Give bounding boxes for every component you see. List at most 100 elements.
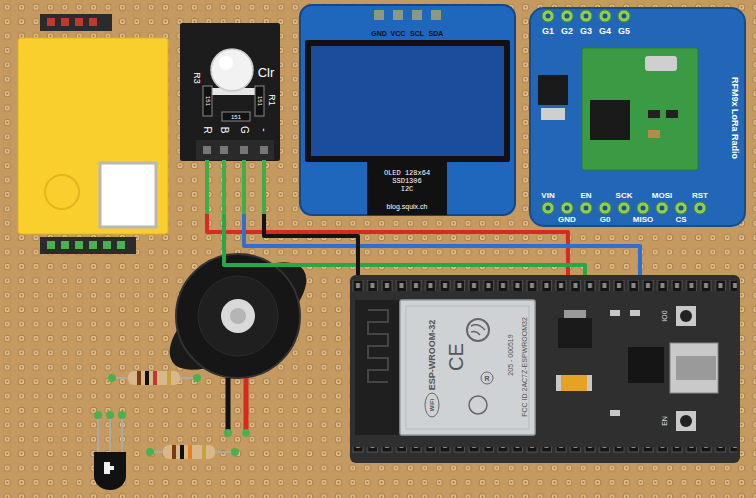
antenna-trace <box>368 310 388 382</box>
pin-leg <box>222 160 226 214</box>
pin-name: EN <box>580 192 591 200</box>
wifi-logo <box>425 393 439 417</box>
sensor-pin <box>61 18 69 26</box>
connector-group <box>207 160 640 275</box>
leg-end <box>224 429 232 437</box>
pad-hole <box>584 14 589 19</box>
module-label: blog.squix.ch <box>387 203 428 210</box>
pin-name: SDA <box>429 30 444 37</box>
sensor-header <box>40 14 112 31</box>
resistor-code: 151 <box>231 114 241 120</box>
espressif-logo-mark <box>471 325 485 335</box>
oled-pin <box>393 10 403 20</box>
resistor-band <box>202 445 206 459</box>
smd-part <box>666 110 678 118</box>
regulator-tab <box>564 310 586 318</box>
resistor-band <box>153 371 157 385</box>
pin-name: G3 <box>580 27 592 36</box>
buzzer-leg <box>226 378 231 432</box>
oled-pin <box>412 10 422 20</box>
esp32-header-bottom <box>351 447 737 459</box>
registered-mark: R <box>484 375 489 382</box>
leg-end <box>94 411 102 419</box>
red-wire <box>207 160 568 275</box>
pad-hole <box>622 14 627 19</box>
board-title: RFM9x LoRa Radio <box>730 77 739 159</box>
resistor-band <box>145 371 149 385</box>
black-wire <box>264 160 358 275</box>
module-label: I2C <box>401 186 414 193</box>
smd-part <box>541 108 565 120</box>
pad-hole <box>698 206 703 211</box>
resistor-band <box>172 445 176 459</box>
rgb-led-module: R3ClrR1151151151RBG- <box>182 25 280 160</box>
esp32-header-top <box>351 279 737 291</box>
button-cap <box>680 415 692 427</box>
pad <box>580 202 592 214</box>
pad <box>542 10 554 22</box>
button-cap <box>680 310 692 322</box>
antenna-area <box>355 300 400 435</box>
transistor-leg <box>109 415 111 455</box>
pin-name: MISO <box>633 216 653 224</box>
buzzer-center <box>221 299 255 333</box>
resistor-body <box>163 445 215 459</box>
pad <box>618 202 630 214</box>
pad-hole <box>603 14 608 19</box>
resistor-band <box>180 445 184 459</box>
pin-name: G2 <box>561 27 573 36</box>
led-pin <box>220 146 228 154</box>
smd-part <box>648 110 660 118</box>
module-label: SSD1306 <box>392 178 421 185</box>
oled-bezel <box>305 40 510 162</box>
part-label: Clr <box>258 66 275 79</box>
usb-connector <box>670 343 718 393</box>
usb-opening <box>676 356 716 380</box>
green-wire <box>224 160 585 275</box>
pad-hole <box>546 14 551 19</box>
registered-mark <box>481 372 493 384</box>
led-highlight <box>219 56 233 70</box>
serial-number: 205 - 000519 <box>507 334 514 375</box>
pad-hole <box>660 206 665 211</box>
certification-mark: CE <box>446 343 466 371</box>
transistor-leg <box>121 415 123 455</box>
crystal <box>645 56 677 71</box>
logo-text: WiFi <box>429 399 435 412</box>
button <box>676 306 696 326</box>
transistor-mark <box>104 462 114 474</box>
pad <box>561 10 573 22</box>
smd-resistor <box>203 86 212 116</box>
smd-resistor <box>255 86 264 116</box>
pin-name: R <box>202 126 212 133</box>
regulator-chip <box>538 75 568 105</box>
sensor-pin <box>75 241 83 249</box>
lead-end <box>193 374 201 382</box>
regulator <box>558 318 592 348</box>
pin-name: G4 <box>599 27 611 36</box>
sensor-ring <box>45 175 79 209</box>
resistor-code: 151 <box>205 96 211 106</box>
pad-hole <box>546 206 551 211</box>
pad <box>599 202 611 214</box>
sensor-pin <box>117 241 125 249</box>
pad-hole <box>565 206 570 211</box>
led-pin <box>203 146 211 154</box>
pin-name: RST <box>692 192 708 200</box>
pad <box>637 202 649 214</box>
buzzer-ring <box>198 276 278 356</box>
smd-part <box>648 130 660 138</box>
lead-end <box>231 448 239 456</box>
resistor-band <box>167 371 171 385</box>
sensor-header <box>40 237 136 254</box>
led-module-board <box>180 23 280 161</box>
led-legs <box>207 160 264 214</box>
shield-edge <box>406 306 529 429</box>
smd-part <box>610 310 620 316</box>
oled-board <box>300 5 515 215</box>
resistor-band <box>137 371 141 385</box>
sensor-pin <box>103 241 111 249</box>
pad-hole <box>565 14 570 19</box>
transistor-leg <box>97 415 99 455</box>
